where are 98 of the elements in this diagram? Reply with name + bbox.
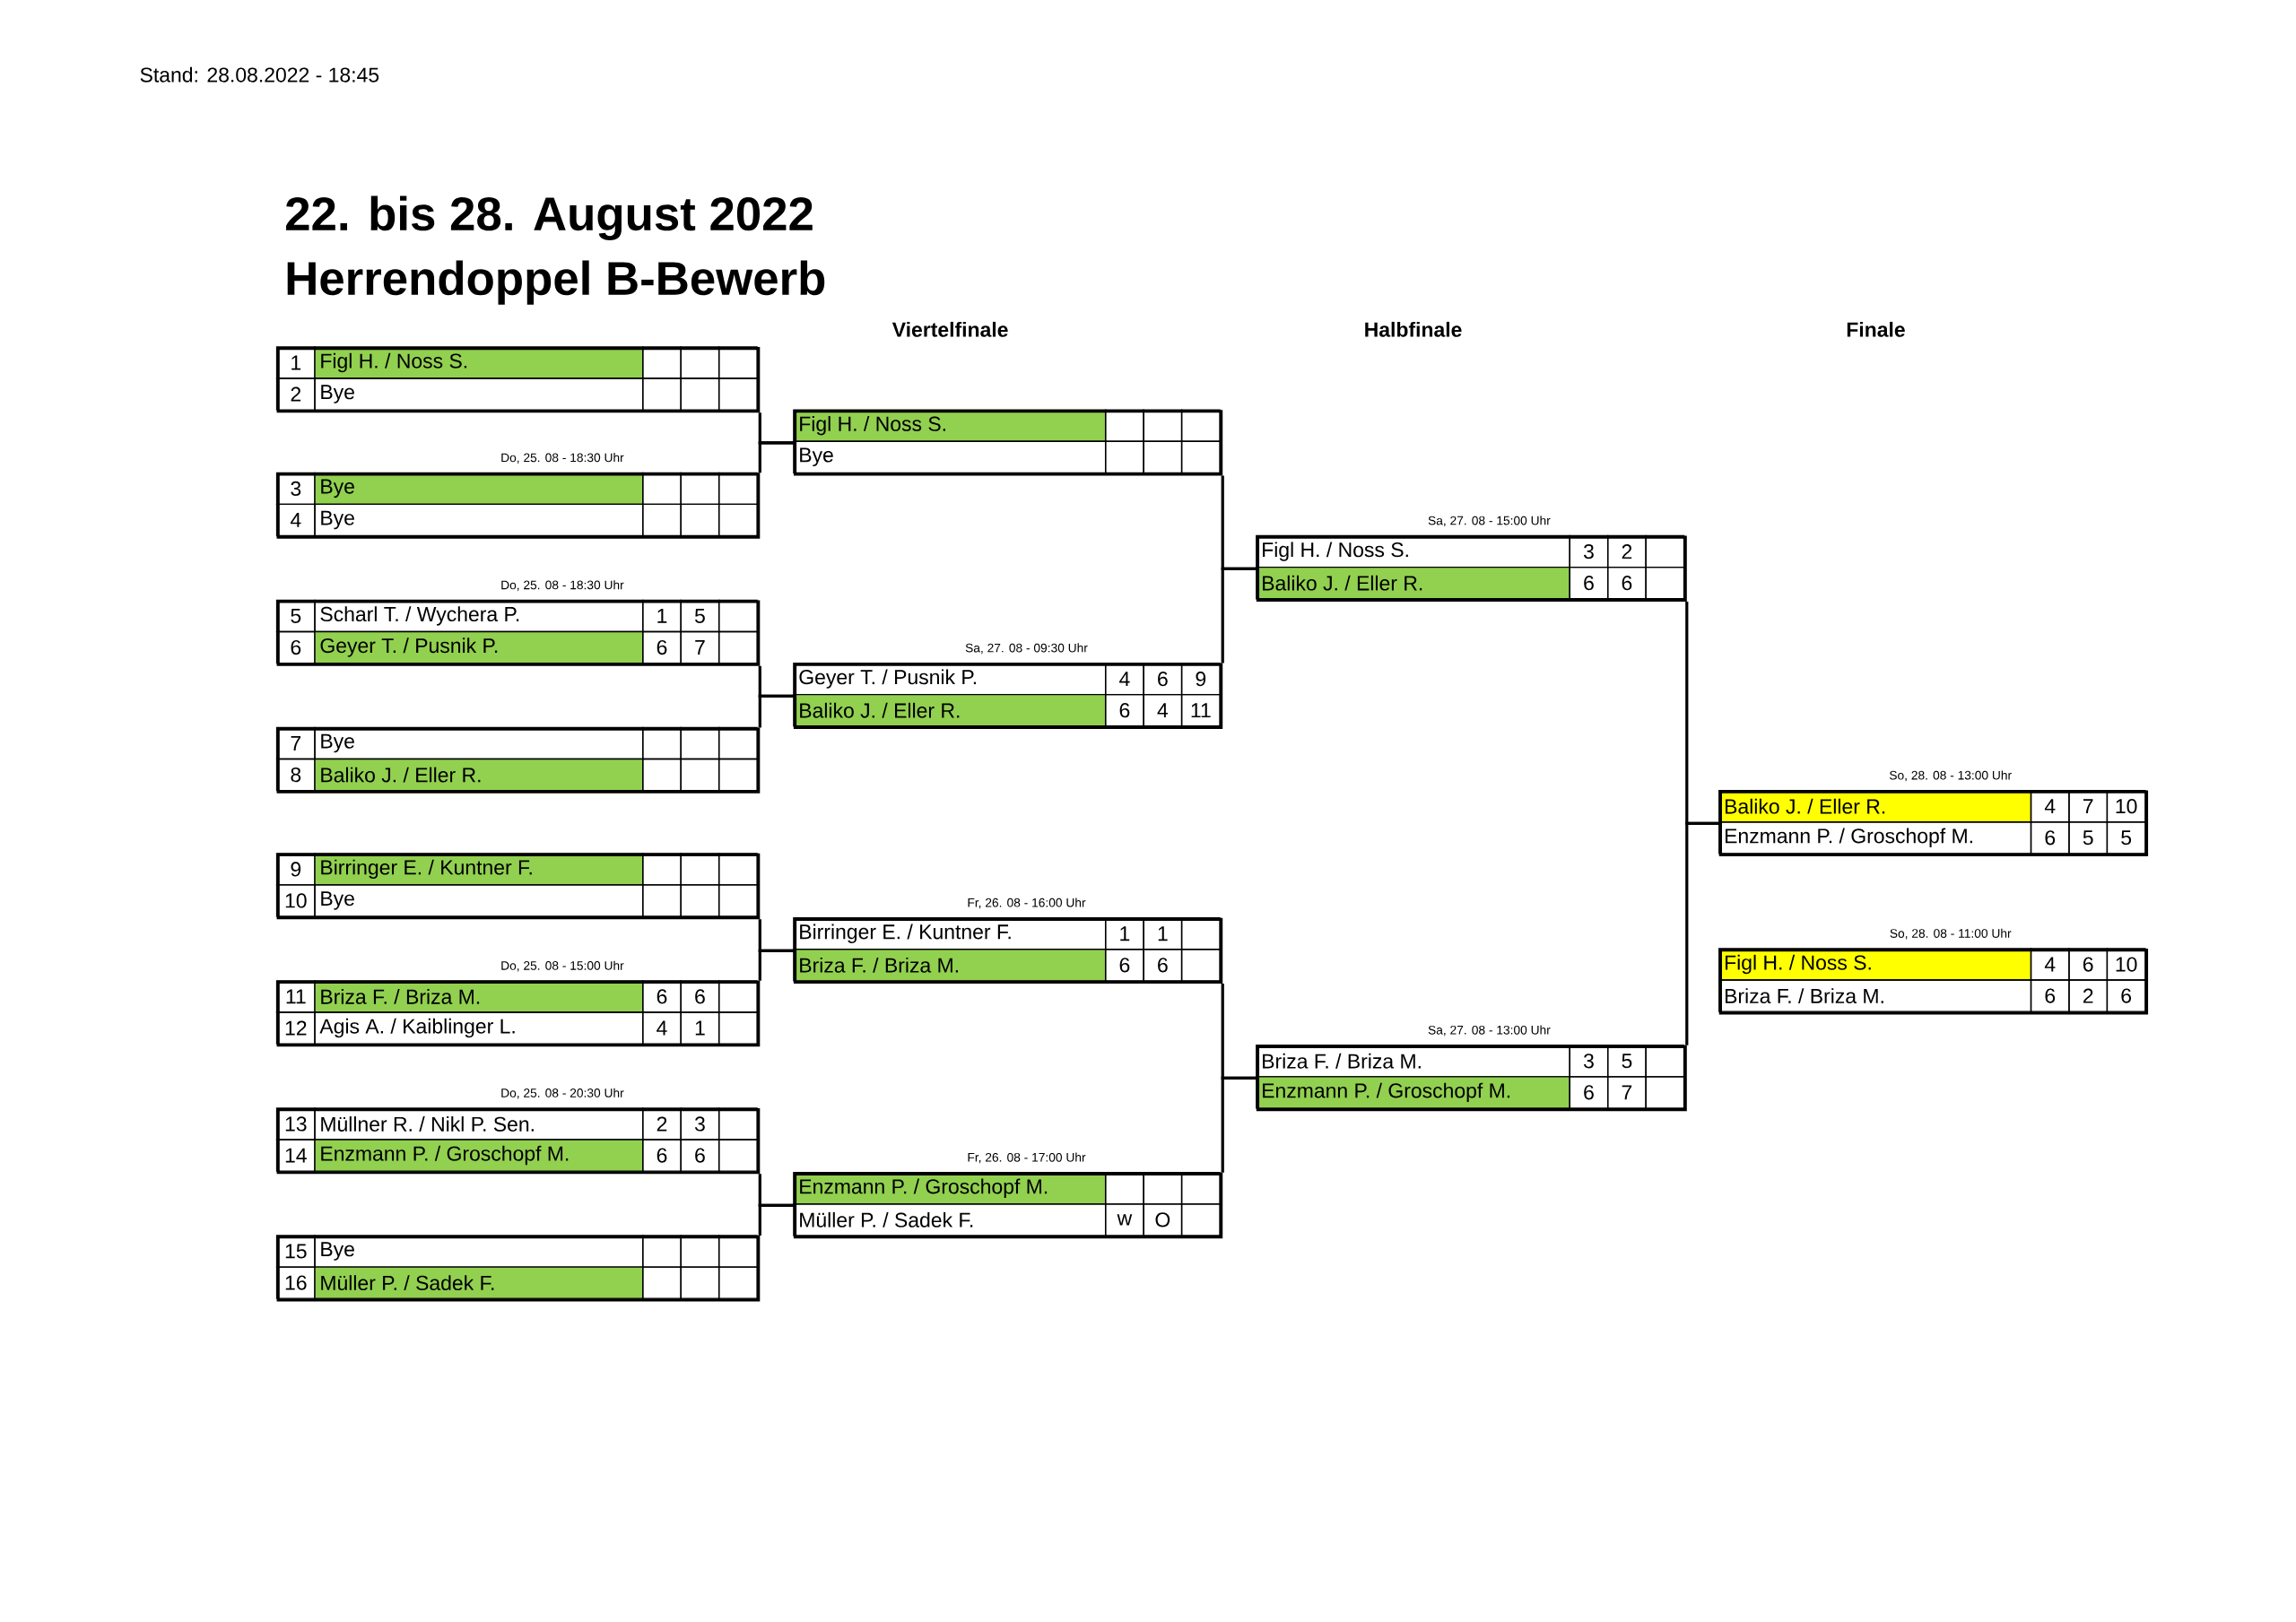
score-cell: 6	[2068, 948, 2109, 981]
seed-cell: 2	[275, 377, 316, 411]
team-cell: Bye	[314, 884, 644, 917]
score-cell: 6	[2030, 821, 2070, 854]
score-cell: 2	[642, 1107, 682, 1141]
date-label: Fr, 26. 08 - 17:00 Uhr	[968, 1152, 1086, 1164]
score-cell: O	[1143, 1203, 1183, 1236]
team-cell: Briza F. / Briza M.	[314, 980, 644, 1013]
column-heading: Viertelfinale	[891, 321, 1008, 337]
date-label: Do, 25. 08 - 15:00 Uhr	[501, 960, 624, 972]
score-cell: 6	[2106, 979, 2146, 1012]
seed-cell: 10	[275, 884, 316, 917]
team-cell: Birringer E. / Kuntner F.	[314, 853, 644, 886]
team-cell: Enzmann P. / Groschopf M.	[793, 1172, 1107, 1205]
score-cell: 9	[1180, 662, 1221, 696]
bracket-line	[758, 694, 794, 728]
team-cell: Enzmann P. / Groschopf M.	[1718, 821, 2032, 854]
score-cell: 10	[2106, 948, 2146, 981]
score-cell: 4	[642, 1011, 682, 1045]
score-cell: 6	[642, 1139, 682, 1172]
team-cell: Müller P. / Sadek F.	[793, 1203, 1107, 1236]
timestamp: Stand: 28.08.2022 - 18:45	[140, 66, 379, 82]
seed-cell: 5	[275, 599, 316, 633]
team-cell: Müller P. / Sadek F.	[314, 1266, 644, 1299]
date-label: Do, 25. 08 - 18:30 Uhr	[501, 580, 624, 591]
column-heading: Finale	[1847, 321, 1905, 337]
score-cell: 7	[680, 630, 720, 664]
team-cell: Baliko J. / Eller R.	[314, 758, 644, 792]
score-cell: 5	[680, 599, 720, 633]
score-cell: 10	[2106, 789, 2146, 823]
score-cell: 6	[642, 630, 682, 664]
score-cell: 11	[1180, 693, 1221, 727]
date-label: Do, 25. 08 - 18:30 Uhr	[501, 453, 624, 464]
score-cell: 3	[1569, 1045, 1609, 1078]
score-cell: 2	[2068, 979, 2109, 1012]
team-cell: Bye	[314, 503, 644, 537]
team-cell: Bye	[314, 377, 644, 411]
column-heading: Halbfinale	[1365, 321, 1462, 337]
score-cell: 6	[680, 980, 720, 1013]
date-label: So, 28. 08 - 13:00 Uhr	[1889, 770, 2012, 782]
score-cell: 6	[680, 1139, 720, 1172]
bracket-line	[758, 441, 794, 473]
score-cell: 4	[1143, 693, 1183, 727]
score-cell: 1	[1143, 916, 1183, 950]
score-cell: 3	[1569, 534, 1609, 568]
bracket-line	[1221, 567, 1257, 664]
score-cell: 1	[1105, 916, 1144, 950]
score-cell: 1	[680, 1011, 720, 1045]
bracket-line	[1685, 821, 1719, 1045]
date-label: Sa, 27. 08 - 13:00 Uhr	[1428, 1025, 1551, 1037]
score-cell: 3	[680, 1107, 720, 1141]
seed-cell: 12	[275, 1011, 316, 1045]
team-cell: Enzmann P. / Groschopf M.	[1256, 1076, 1570, 1109]
score-cell: 5	[1607, 1045, 1647, 1078]
bracket-line	[758, 949, 794, 981]
team-cell: Baliko J. / Eller R.	[1256, 567, 1570, 600]
team-cell: Agis A. / Kaiblinger L.	[314, 1011, 644, 1045]
seed-cell: 15	[275, 1235, 316, 1268]
score-cell: 4	[1105, 662, 1144, 696]
team-cell: Bye	[793, 440, 1107, 474]
team-cell: Baliko J. / Eller R.	[793, 693, 1107, 727]
score-cell: 4	[2030, 789, 2070, 823]
score-cell: 6	[1105, 693, 1144, 727]
seed-cell: 7	[275, 726, 316, 760]
score-cell: 6	[1569, 567, 1609, 600]
score-cell: 2	[1607, 534, 1647, 568]
team-cell: Briza F. / Briza M.	[1718, 979, 2032, 1012]
date-label: So, 28. 08 - 11:00 Uhr	[1890, 928, 2012, 940]
team-cell: Baliko J. / Eller R.	[1718, 789, 2032, 823]
date-label: Do, 25. 08 - 20:30 Uhr	[501, 1088, 624, 1099]
score-cell: 6	[1607, 567, 1647, 600]
score-cell: 6	[1569, 1076, 1609, 1109]
bracket-line	[758, 1203, 794, 1236]
team-cell: Enzmann P. / Groschopf M.	[314, 1139, 644, 1172]
team-cell: Briza F. / Briza M.	[793, 949, 1107, 982]
title: 22. bis 28. August 2022	[286, 195, 813, 240]
date-label: Sa, 27. 08 - 09:30 Uhr	[965, 643, 1088, 655]
score-cell: 6	[2030, 979, 2070, 1012]
score-cell: 6	[1105, 949, 1144, 982]
date-label: Fr, 26. 08 - 16:00 Uhr	[968, 898, 1086, 909]
team-cell: Figl H. / Noss S.	[314, 346, 644, 379]
seed-cell: 4	[275, 503, 316, 537]
score-cell: 7	[2068, 789, 2109, 823]
score-cell: 7	[1607, 1076, 1647, 1109]
bracket-line	[1221, 1076, 1257, 1173]
score-cell: 1	[642, 599, 682, 633]
score-cell: 6	[1143, 662, 1183, 696]
score-cell: 6	[642, 980, 682, 1013]
team-cell: Geyer T. / Pusnik P.	[314, 630, 644, 664]
team-cell: Figl H. / Noss S.	[1718, 948, 2032, 981]
subtitle: Herrendoppel B-Bewerb	[287, 260, 825, 305]
seed-cell: 13	[275, 1107, 316, 1141]
score-cell: 5	[2068, 821, 2109, 854]
score-cell: 6	[1143, 949, 1183, 982]
score-cell: 5	[2106, 821, 2146, 854]
date-label: Sa, 27. 08 - 15:00 Uhr	[1428, 516, 1551, 527]
score-cell: w	[1105, 1203, 1144, 1236]
score-cell: 4	[2030, 948, 2070, 981]
